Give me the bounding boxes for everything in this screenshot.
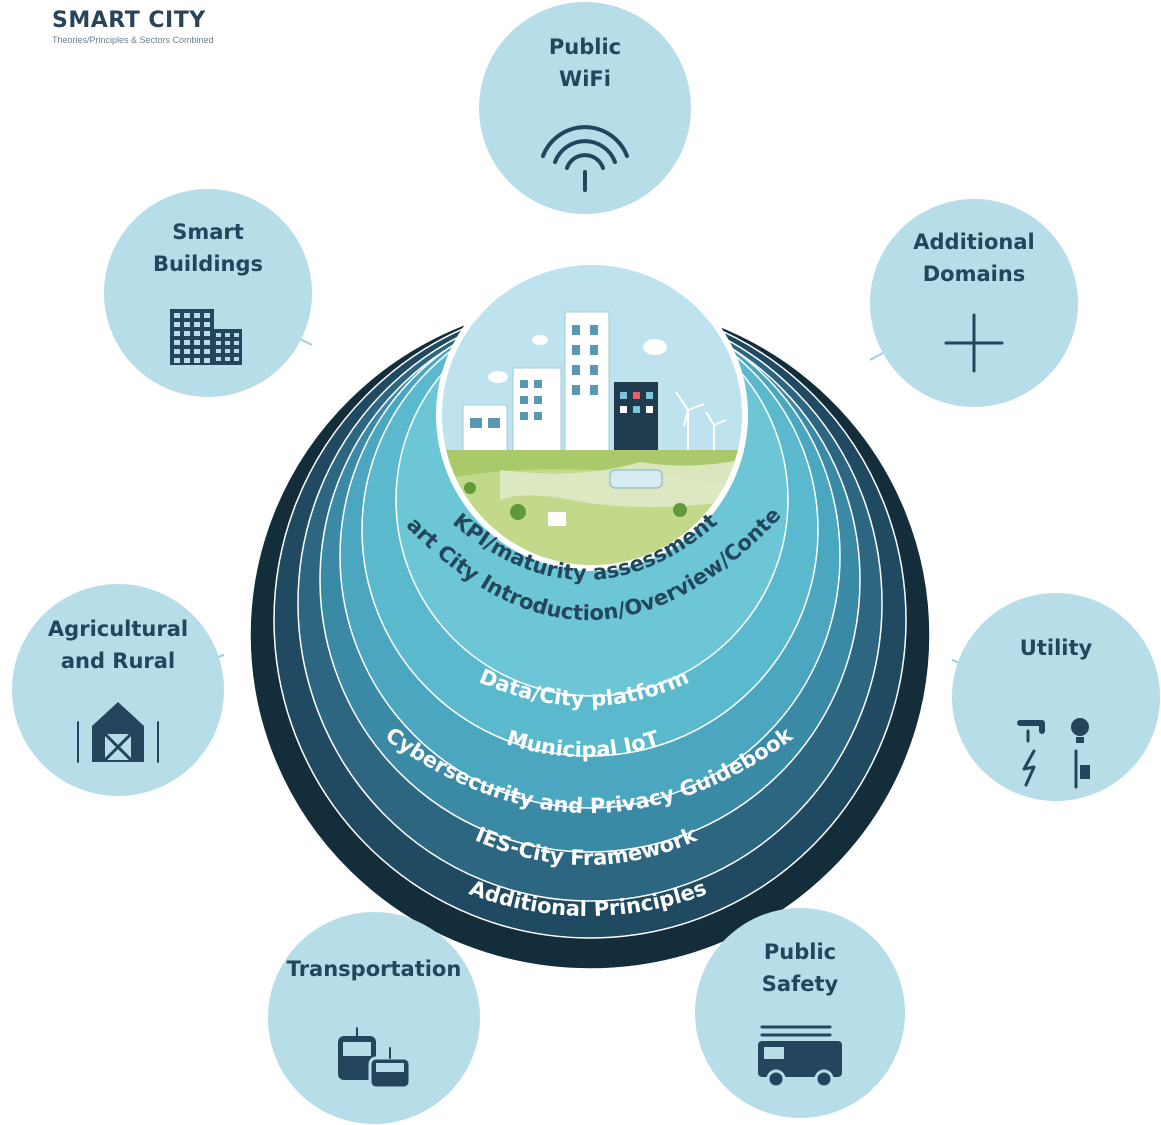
satellite-circle [695, 908, 905, 1118]
satellite-circle [952, 593, 1160, 801]
barn-icon [77, 702, 159, 763]
plus-icon [944, 313, 1004, 373]
diagram-subtitle: Theories/Principles & Sectors Combined [52, 35, 214, 45]
satellite-vehicles: Transportation [268, 912, 480, 1124]
satellite-label: Buildings [153, 252, 263, 276]
fire-truck-icon [758, 1025, 842, 1089]
satellite-label: Public [764, 940, 836, 964]
satellite-label: Domains [923, 262, 1026, 286]
satellite-barn: Agricultural and Rural [12, 584, 224, 796]
satellite-label: and Rural [61, 649, 175, 673]
satellite-label: Agricultural [48, 617, 188, 641]
satellite-label: Smart [172, 220, 244, 244]
wifi-icon [541, 125, 629, 192]
satellite-circle [12, 584, 224, 796]
building-icon [170, 309, 242, 365]
satellite-circle [870, 199, 1078, 407]
satellite-label: Additional [913, 230, 1035, 254]
satellite-label: Transportation [287, 957, 462, 981]
diagram-title: SMART CITY [52, 8, 206, 33]
vehicles-icon [338, 1027, 412, 1090]
satellite-label: WiFi [559, 67, 611, 91]
diagram-header: SMART CITY Theories/Principles & Sectors… [52, 8, 214, 45]
satellite-label: Safety [762, 972, 839, 996]
satellite-circle [479, 2, 691, 214]
sector-satellites: PublicWiFiAdditionalDomainsUtilityPublic… [12, 2, 1160, 1124]
satellite-circle [104, 189, 312, 397]
satellite-label: Utility [1020, 636, 1093, 660]
satellite-circle [268, 912, 480, 1124]
satellite-label: Public [549, 35, 621, 59]
satellite-utility: Utility [952, 593, 1160, 801]
utility-icon [1017, 718, 1090, 789]
